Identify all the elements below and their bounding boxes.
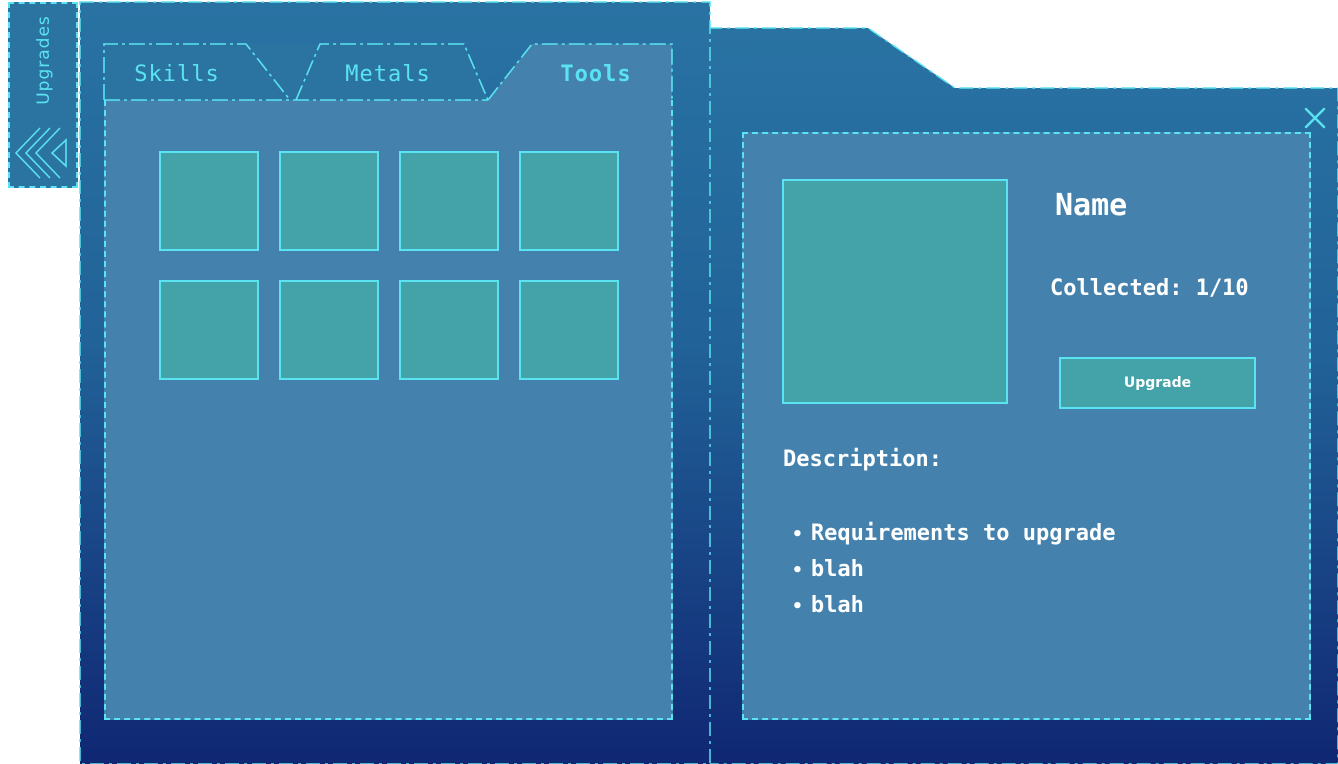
item-preview-image [782, 179, 1008, 404]
item-slot[interactable] [519, 151, 619, 251]
description-label: Description: [783, 447, 942, 472]
item-slot[interactable] [399, 151, 499, 251]
requirements-list: Requirements to upgrade blah blah [792, 518, 1116, 626]
item-slot[interactable] [279, 280, 379, 380]
item-slot[interactable] [159, 280, 259, 380]
item-slot[interactable] [519, 280, 619, 380]
upgrade-button[interactable]: Upgrade [1059, 357, 1256, 409]
item-slot[interactable] [279, 151, 379, 251]
list-item: blah [792, 554, 1115, 590]
item-slot[interactable] [159, 151, 259, 251]
item-slot[interactable] [399, 280, 499, 380]
tab-tools[interactable]: Tools [560, 61, 632, 87]
item-name: Name [1055, 188, 1128, 223]
tab-bar [103, 43, 673, 101]
list-item: Requirements to upgrade [792, 518, 1116, 554]
side-tab-label: Upgrades [34, 15, 54, 105]
close-icon[interactable] [1301, 104, 1329, 132]
collapse-chevrons-icon[interactable] [12, 124, 74, 182]
list-item: blah [792, 590, 1115, 626]
tab-metals[interactable]: Metals [345, 61, 431, 87]
collected-count: Collected: 1/10 [1050, 276, 1249, 301]
tab-skills[interactable]: Skills [134, 61, 220, 87]
